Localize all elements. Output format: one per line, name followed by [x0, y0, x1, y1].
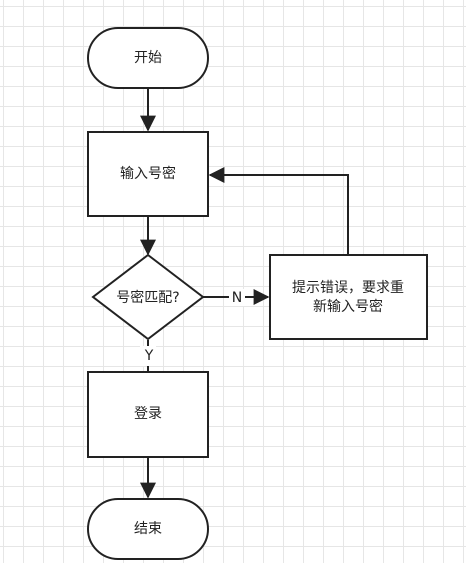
no-edge-label: N: [232, 290, 242, 306]
login-node: [87, 371, 209, 458]
edge-error-to-input: [208, 167, 349, 255]
error-node: [269, 254, 428, 340]
yes-edge-label: Y: [144, 348, 154, 364]
decision-node: [91, 253, 205, 341]
end-node: [87, 498, 209, 560]
start-node-label: 开始: [134, 50, 162, 66]
error-node-line2: 新输入号密: [313, 298, 383, 315]
no-label-bg: [229, 289, 245, 306]
login-node-label: 登录: [134, 406, 162, 422]
input-node-label: 输入号密: [120, 165, 176, 182]
start-node: [87, 27, 209, 89]
decision-node-label: 号密匹配?: [116, 289, 179, 306]
end-node-label: 结束: [134, 521, 162, 537]
error-node-line1: 提示错误，要求重: [292, 280, 404, 296]
yes-label-bg: [140, 346, 156, 366]
input-node: [87, 131, 209, 217]
